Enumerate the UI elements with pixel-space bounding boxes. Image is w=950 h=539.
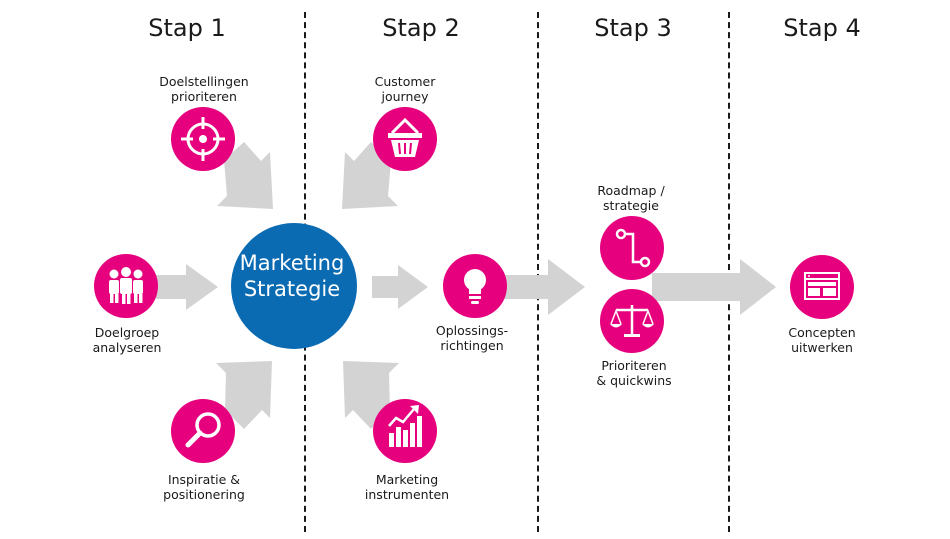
label-oplossingsrichtingen: Oplossings- richtingen xyxy=(397,323,547,353)
label-customer-line-1: Customer xyxy=(374,74,436,89)
label-doelgroep-line-2: analyseren xyxy=(92,340,162,355)
step-4-title: Stap 4 xyxy=(783,14,861,42)
label-inspiratie-line-1: Inspiratie & xyxy=(167,472,241,487)
label-doelstellingen: Doelstellingen prioriteren xyxy=(129,74,279,104)
label-inspiratie: Inspiratie & positionering xyxy=(129,472,279,502)
label-oplossings-line-1: Oplossings- xyxy=(435,323,509,338)
label-doelstellingen-line-2: prioriteren xyxy=(171,89,237,104)
arrow-bulb-to-step3 xyxy=(502,259,585,315)
center-title: Marketing Strategie xyxy=(217,250,367,302)
label-marketing-instrumenten: Marketing instrumenten xyxy=(332,472,482,502)
divider-2 xyxy=(537,12,539,532)
arrow-step3-to-step4 xyxy=(652,259,776,315)
step-3-title: Stap 3 xyxy=(594,14,672,42)
scale-icon xyxy=(600,289,664,353)
step-1-title: Stap 1 xyxy=(148,14,226,42)
label-roadmap-line-2: strategie xyxy=(603,198,659,213)
target-icon xyxy=(171,107,235,171)
step-2-title: Stap 2 xyxy=(382,14,460,42)
magnifier-icon xyxy=(171,399,235,463)
divider-3 xyxy=(728,12,730,532)
label-customer-line-2: journey xyxy=(381,89,429,104)
label-instrumenten-line-2: instrumenten xyxy=(364,487,450,502)
label-roadmap-line-1: Roadmap / xyxy=(597,183,665,198)
arrow-magnifier-to-center xyxy=(216,361,272,429)
route-icon xyxy=(600,216,664,280)
label-customer-journey: Customer journey xyxy=(330,74,480,104)
label-roadmap: Roadmap / strategie xyxy=(556,183,706,213)
growth-chart-icon xyxy=(373,399,437,463)
label-doelstellingen-line-1: Doelstellingen xyxy=(159,74,249,89)
label-prioriteren-line-1: Prioriteren xyxy=(601,358,667,373)
arrow-center-to-bulb xyxy=(372,265,428,309)
lightbulb-icon xyxy=(443,254,507,318)
center-line-2: Strategie xyxy=(243,277,341,301)
basket-icon xyxy=(373,107,437,171)
center-line-1: Marketing xyxy=(239,251,345,275)
people-icon xyxy=(94,254,158,318)
label-inspiratie-line-2: positionering xyxy=(163,487,245,502)
label-concepten-line-2: uitwerken xyxy=(791,340,853,355)
label-instrumenten-line-1: Marketing xyxy=(375,472,439,487)
label-concepten: Concepten uitwerken xyxy=(747,325,897,355)
label-concepten-line-1: Concepten xyxy=(788,325,856,340)
label-doelgroep-line-1: Doelgroep xyxy=(94,325,160,340)
label-doelgroep: Doelgroep analyseren xyxy=(52,325,202,355)
label-prioriteren-line-2: & quickwins xyxy=(596,373,672,388)
label-prioriteren: Prioriteren & quickwins xyxy=(559,358,709,388)
arrow-target-to-center xyxy=(217,142,273,209)
center-circle xyxy=(231,223,357,349)
layout-icon xyxy=(790,255,854,319)
label-oplossings-line-2: richtingen xyxy=(440,338,504,353)
arrow-people-to-center xyxy=(156,264,218,310)
